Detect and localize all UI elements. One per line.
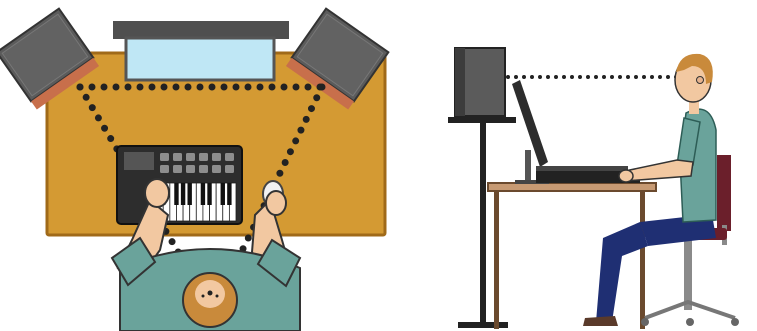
eye-right-top-view bbox=[216, 295, 219, 298]
controller-pad bbox=[160, 153, 169, 161]
shoe bbox=[583, 316, 618, 326]
speaker-stand bbox=[448, 117, 516, 328]
controller-pad bbox=[199, 165, 208, 173]
chair-wheel-left bbox=[641, 318, 649, 326]
controller-pad bbox=[160, 165, 169, 173]
controller-pad bbox=[225, 165, 234, 173]
controller-pad bbox=[173, 153, 182, 161]
controller-pad bbox=[212, 165, 221, 173]
controller-pad bbox=[186, 165, 195, 173]
black-key bbox=[207, 183, 211, 205]
controller-side-bevel bbox=[536, 166, 628, 171]
ear-side bbox=[697, 77, 704, 84]
controller-pad bbox=[173, 165, 182, 173]
black-key bbox=[174, 183, 178, 205]
controller-pad bbox=[212, 153, 221, 161]
monitor-screen bbox=[126, 38, 274, 80]
black-key bbox=[181, 183, 185, 205]
left-hand bbox=[145, 179, 169, 207]
midi-controller bbox=[117, 146, 242, 224]
hand-side bbox=[619, 170, 633, 182]
chair-backrest bbox=[717, 155, 731, 231]
monitor-frame bbox=[113, 21, 289, 39]
black-key bbox=[227, 183, 231, 205]
desk-side-view bbox=[488, 183, 656, 329]
speaker-side-view bbox=[455, 48, 505, 116]
side-view-panel bbox=[448, 48, 739, 329]
nose-top-view bbox=[208, 291, 213, 296]
right-hand bbox=[266, 191, 286, 215]
controller-pad bbox=[186, 153, 195, 161]
controller-pad bbox=[225, 153, 234, 161]
eye-left-top-view bbox=[202, 295, 205, 298]
chair-wheel-right bbox=[731, 318, 739, 326]
chair-post bbox=[684, 240, 692, 310]
top-view-panel bbox=[0, 9, 388, 331]
controller-pad bbox=[199, 153, 208, 161]
black-key bbox=[187, 183, 191, 205]
black-key bbox=[221, 183, 225, 205]
monitor-top-view bbox=[113, 21, 289, 80]
chair-wheel-center bbox=[686, 318, 694, 326]
black-key bbox=[201, 183, 205, 205]
